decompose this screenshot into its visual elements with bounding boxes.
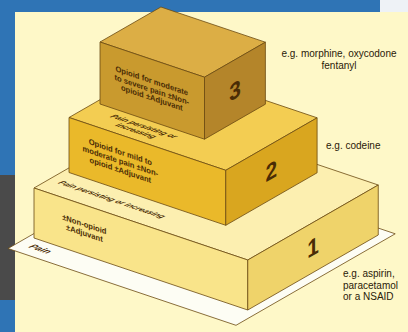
step-text: Opioid for mild to moderate pain ±Non-op… <box>79 120 163 203</box>
base-plane: Pain <box>8 157 395 325</box>
step-text: Opioid for moderate to severe pain ±Non-… <box>112 46 193 135</box>
front-face <box>100 42 205 139</box>
top-face <box>100 7 265 77</box>
top-face <box>8 157 395 325</box>
drug-example: e.g. codeine <box>326 140 406 152</box>
drug-example: e.g. aspirin, paracetamol or a NSAID <box>343 268 407 303</box>
top-face <box>69 65 317 170</box>
frame-grey <box>0 175 15 300</box>
top-face <box>34 113 378 260</box>
block-outline <box>8 157 395 325</box>
drug-example: e.g. morphine, oxycodone fentanyl <box>272 48 406 71</box>
panel-background <box>15 12 408 332</box>
step-number: 3 <box>205 42 266 139</box>
base-text: Pain <box>19 240 117 278</box>
block-outline <box>69 65 317 225</box>
front-face <box>69 117 226 225</box>
step-text: ±Non-opioid ±Adjuvant <box>48 192 122 267</box>
step-number: 2 <box>226 117 317 225</box>
step-condition: Pain persisting or increasing <box>79 105 200 152</box>
ladder-step: Pain persisting or increasingOpioid for … <box>69 65 317 225</box>
ladder-step: Opioid for moderate to severe pain ±Non-… <box>100 7 265 139</box>
frame-corner <box>380 0 408 12</box>
right-face <box>205 42 266 139</box>
front-face <box>34 188 248 310</box>
block-outline <box>100 7 265 139</box>
step-condition: Pain persisting or increasing <box>44 174 179 227</box>
right-face <box>226 117 317 225</box>
